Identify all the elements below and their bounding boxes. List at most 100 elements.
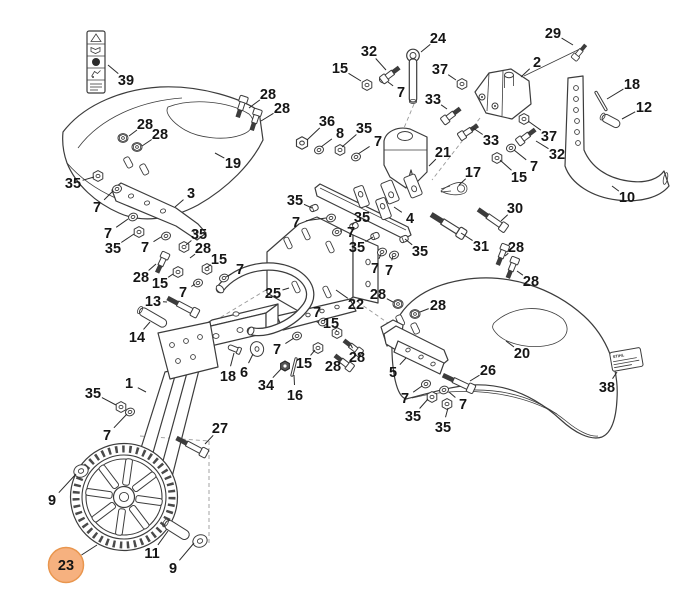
- callout-7[interactable]: 7: [93, 190, 114, 216]
- callout-7[interactable]: 7: [104, 218, 129, 242]
- clip-pin-18: [594, 90, 608, 112]
- callout-37[interactable]: 37: [527, 120, 557, 145]
- callout-28[interactable]: 28: [260, 101, 290, 122]
- callout-7[interactable]: 7: [179, 283, 196, 301]
- svg-text:20: 20: [514, 346, 530, 362]
- callout-7[interactable]: 7: [401, 385, 423, 407]
- callout-7[interactable]: 7: [448, 391, 467, 413]
- callout-35[interactable]: 35: [349, 236, 374, 256]
- callout-35[interactable]: 35: [435, 407, 451, 436]
- callout-7[interactable]: 7: [292, 215, 327, 231]
- callout-22[interactable]: 22: [335, 289, 364, 313]
- callout-31[interactable]: 31: [460, 232, 489, 255]
- callout-15[interactable]: 15: [332, 61, 362, 82]
- callout-33[interactable]: 33: [472, 127, 499, 149]
- callout-35[interactable]: 35: [405, 398, 429, 425]
- callout-16[interactable]: 16: [287, 374, 303, 404]
- callout-15[interactable]: 15: [499, 159, 527, 186]
- callout-21[interactable]: 21: [428, 145, 451, 167]
- callout-3[interactable]: 3: [174, 186, 195, 208]
- callout-7[interactable]: 7: [387, 81, 405, 101]
- callout-35[interactable]: 35: [287, 193, 313, 209]
- callout-2[interactable]: 2: [520, 55, 541, 78]
- callout-12[interactable]: 12: [621, 100, 652, 120]
- callout-7[interactable]: 7: [513, 149, 538, 175]
- callout-28[interactable]: 28: [325, 358, 341, 375]
- callout-28[interactable]: 28: [133, 263, 157, 286]
- callout-28[interactable]: 28: [516, 270, 539, 290]
- callout-28[interactable]: 28: [141, 127, 168, 147]
- svg-text:28: 28: [274, 101, 290, 117]
- svg-text:35: 35: [85, 386, 101, 402]
- svg-text:13: 13: [145, 294, 161, 310]
- callout-7[interactable]: 7: [225, 262, 244, 278]
- svg-text:7: 7: [397, 85, 405, 101]
- callout-15[interactable]: 15: [296, 349, 316, 372]
- callout-34[interactable]: 34: [258, 368, 282, 394]
- callout-28[interactable]: 28: [128, 117, 153, 137]
- callout-35[interactable]: 35: [341, 121, 372, 148]
- callout-25[interactable]: 25: [265, 286, 290, 302]
- callout-28[interactable]: 28: [370, 287, 394, 303]
- callout-39[interactable]: 39: [107, 64, 134, 89]
- callout-27[interactable]: 27: [204, 421, 228, 445]
- callout-15[interactable]: 15: [323, 316, 339, 332]
- callout-9[interactable]: 9: [169, 542, 195, 577]
- callout-10[interactable]: 10: [611, 185, 635, 206]
- callout-36[interactable]: 36: [306, 114, 335, 141]
- callout-32[interactable]: 32: [535, 140, 565, 163]
- callout-29[interactable]: 29: [545, 26, 574, 46]
- callout-19[interactable]: 19: [214, 152, 241, 172]
- callout-28[interactable]: 28: [248, 87, 276, 109]
- callout-15[interactable]: 15: [152, 273, 174, 292]
- callout-33[interactable]: 33: [425, 92, 448, 110]
- callout-20[interactable]: 20: [505, 340, 530, 362]
- callout-35[interactable]: 35: [65, 176, 95, 192]
- callout-28[interactable]: 28: [419, 298, 446, 314]
- callout-6[interactable]: 6: [240, 353, 254, 381]
- callout-23-highlighted[interactable]: 23: [47, 544, 98, 584]
- callout-15[interactable]: 15: [205, 252, 227, 269]
- svg-text:22: 22: [348, 297, 364, 313]
- callout-26[interactable]: 26: [469, 363, 496, 382]
- callout-32[interactable]: 32: [361, 44, 387, 71]
- callout-35[interactable]: 35: [105, 233, 135, 257]
- callout-35[interactable]: 35: [351, 210, 370, 226]
- highlight-circle[interactable]: [47, 546, 85, 584]
- callout-18[interactable]: 18: [220, 352, 236, 385]
- callout-17[interactable]: 17: [458, 165, 481, 186]
- callout-18[interactable]: 18: [606, 77, 640, 100]
- callout-9[interactable]: 9: [48, 473, 77, 509]
- fender-left-19: [62, 86, 264, 220]
- callout-7[interactable]: 7: [357, 134, 382, 155]
- svg-text:15: 15: [152, 276, 168, 292]
- callout-30[interactable]: 30: [500, 201, 523, 222]
- callout-24[interactable]: 24: [420, 31, 446, 53]
- callout-7[interactable]: 7: [371, 253, 382, 277]
- callout-37[interactable]: 37: [432, 62, 457, 81]
- callout-35[interactable]: 35: [85, 386, 117, 406]
- callout-35[interactable]: 35: [185, 227, 207, 246]
- callout-7[interactable]: 7: [141, 236, 162, 256]
- svg-text:15: 15: [511, 170, 527, 186]
- callout-1[interactable]: 1: [125, 376, 147, 393]
- callout-28[interactable]: 28: [504, 240, 524, 257]
- callout-38[interactable]: 38: [599, 371, 618, 396]
- callout-4[interactable]: 4: [393, 206, 414, 227]
- callout-7[interactable]: 7: [339, 225, 355, 241]
- callout-28[interactable]: 28: [349, 344, 365, 366]
- callout-14[interactable]: 14: [129, 321, 151, 346]
- callout-7[interactable]: 7: [313, 305, 323, 321]
- callout-7[interactable]: 7: [273, 337, 295, 358]
- callout-13[interactable]: 13: [145, 294, 168, 310]
- callout-11[interactable]: 11: [144, 530, 169, 562]
- callout-35[interactable]: 35: [404, 238, 428, 260]
- svg-text:29: 29: [545, 26, 561, 42]
- callout-5[interactable]: 5: [389, 357, 407, 381]
- callout-7[interactable]: 7: [103, 413, 128, 444]
- callout-28[interactable]: 28: [189, 241, 211, 259]
- svg-text:18: 18: [220, 369, 236, 385]
- callout-8[interactable]: 8: [320, 126, 344, 148]
- callout-7[interactable]: 7: [385, 255, 394, 279]
